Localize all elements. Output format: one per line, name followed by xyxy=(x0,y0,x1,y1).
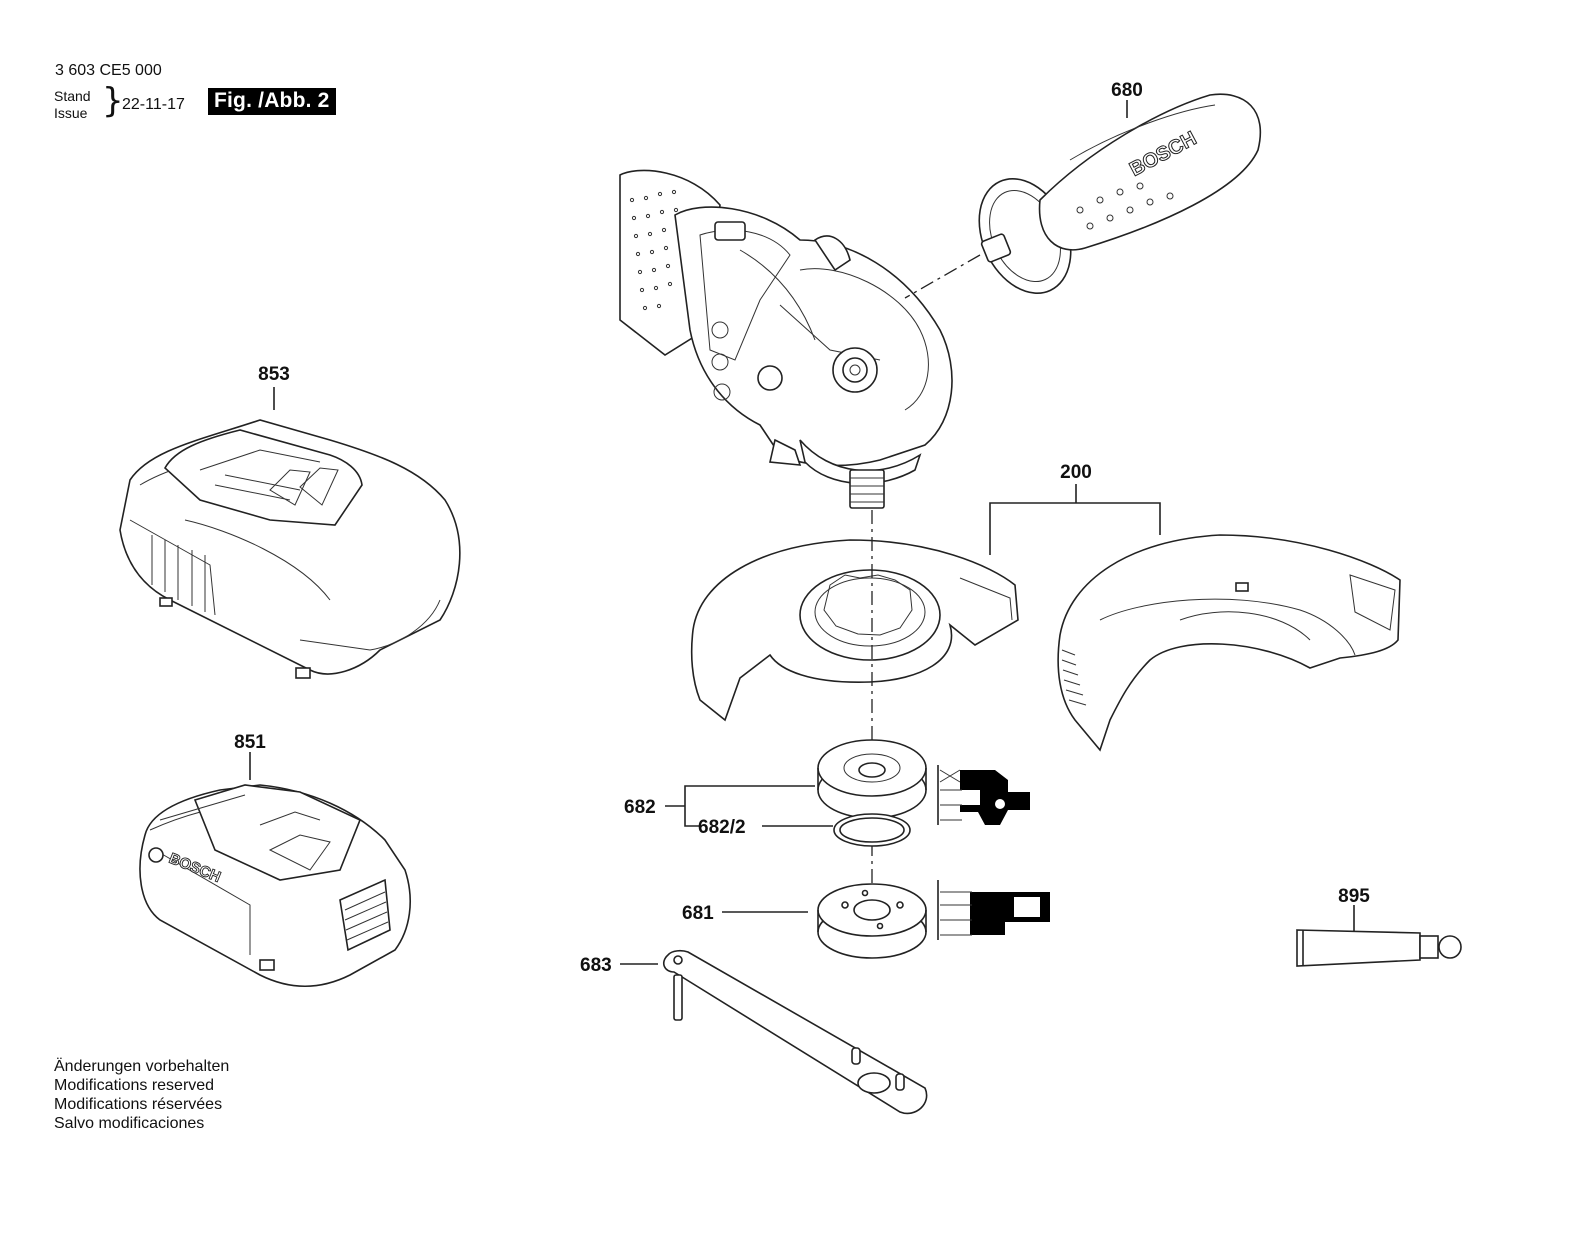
part-label-681: 681 xyxy=(682,903,714,924)
part-label-682: 682 xyxy=(624,797,656,818)
stand-issue-label: Stand Issue xyxy=(54,88,91,122)
document-number: 3 603 CE5 000 xyxy=(55,62,162,79)
battery-pack: BOSCH xyxy=(139,784,411,988)
part-label-680: 680 xyxy=(1111,80,1143,101)
stand-label: Stand xyxy=(54,88,91,104)
note-fr: Modifications réservées xyxy=(54,1096,223,1113)
locking-nut xyxy=(817,883,927,959)
auxiliary-handle: BOSCH xyxy=(978,93,1262,295)
pin-spanner xyxy=(662,949,928,1115)
figure-badge: Fig. /Abb. 2 xyxy=(208,88,336,115)
grinder-body xyxy=(619,169,953,509)
brace-glyph: } xyxy=(102,81,124,121)
part-label-200: 200 xyxy=(1060,462,1092,483)
part-label-853: 853 xyxy=(258,364,290,385)
wheel-guard-closed xyxy=(1057,534,1401,752)
part-label-851: 851 xyxy=(234,732,266,753)
battery-charger xyxy=(119,419,461,679)
issue-date: 22-11-17 xyxy=(122,96,185,113)
wheel-guard-open xyxy=(690,539,1019,722)
nut-cross-section xyxy=(937,880,1050,940)
grease-tube xyxy=(1296,929,1462,967)
modification-notes: Änderungen vorbehalten Modifications res… xyxy=(54,1057,229,1133)
note-de: Änderungen vorbehalten xyxy=(54,1058,230,1075)
issue-label: Issue xyxy=(54,105,88,121)
flange-cross-section xyxy=(937,765,1030,825)
note-es: Salvo modificaciones xyxy=(54,1115,205,1132)
part-label-895: 895 xyxy=(1338,886,1370,907)
part-label-683: 683 xyxy=(580,955,612,976)
o-ring xyxy=(833,813,911,847)
mounting-flange xyxy=(817,739,927,819)
part-label-682-2: 682/2 xyxy=(698,817,746,838)
note-en: Modifications reserved xyxy=(54,1077,215,1094)
